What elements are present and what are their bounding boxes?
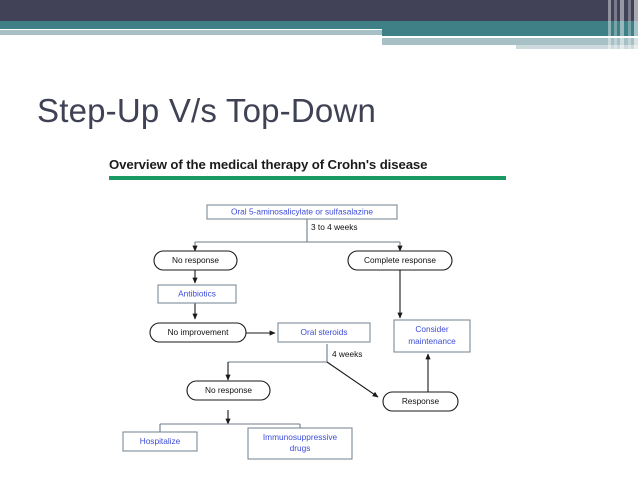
slide-header-decoration xyxy=(0,0,638,52)
header-navy-bar xyxy=(0,0,638,21)
header-accent-gray-stripe-short xyxy=(516,45,638,49)
node-antibiotics: Antibiotics xyxy=(157,284,237,304)
node-no-response-2: No response xyxy=(186,380,271,401)
edge-label-4-weeks: 4 weeks xyxy=(332,349,362,359)
header-teal-bar xyxy=(0,21,638,29)
crohns-therapy-flowchart: Overview of the medical therapy of Crohn… xyxy=(100,152,520,467)
node-no-response-1: No response xyxy=(153,250,238,271)
node-oral-steroids: Oral steroids xyxy=(277,322,371,343)
node-complete-response-label: Complete response xyxy=(364,255,436,265)
node-consider-maintenance-label-1: Consider xyxy=(415,324,448,334)
diagram-heading: Overview of the medical therapy of Crohn… xyxy=(109,157,428,172)
node-complete-response: Complete response xyxy=(347,250,453,271)
edge-label-3-to-4-weeks: 3 to 4 weeks xyxy=(311,222,358,232)
header-accent-white-line xyxy=(382,36,638,38)
flowchart-canvas: Oral 5-aminosalicylate or sulfasalazine … xyxy=(122,204,471,460)
node-immunosuppressive-label-2: drugs xyxy=(290,443,311,453)
node-hospitalize: Hospitalize xyxy=(122,431,198,452)
node-consider-maintenance: Consider maintenance xyxy=(393,319,471,353)
header-accent-teal-stripe xyxy=(382,29,638,36)
node-no-improvement-label: No improvement xyxy=(168,327,230,337)
edge-steroids-to-response xyxy=(326,361,379,398)
node-oral-5-asa-label: Oral 5-aminosalicylate or sulfasalazine xyxy=(231,207,373,217)
header-vertical-stripe-5 xyxy=(634,0,638,52)
header-vertical-stripe-3 xyxy=(620,0,624,52)
node-no-response-2-label: No response xyxy=(205,385,252,395)
node-no-improvement: No improvement xyxy=(149,322,247,343)
node-oral-5-asa: Oral 5-aminosalicylate or sulfasalazine xyxy=(206,204,398,220)
node-no-response-1-label: No response xyxy=(172,255,219,265)
node-response: Response xyxy=(382,391,459,412)
header-vertical-stripe-4 xyxy=(628,0,631,52)
header-grayblue-bar xyxy=(0,30,638,35)
node-immunosuppressive-label-1: Immunosuppressive xyxy=(263,432,338,442)
page-title: Step-Up V/s Top-Down xyxy=(37,92,377,129)
node-immunosuppressive-drugs: Immunosuppressive drugs xyxy=(247,427,353,460)
node-antibiotics-label: Antibiotics xyxy=(178,289,216,299)
header-vertical-stripe-2 xyxy=(614,0,617,52)
node-oral-steroids-label: Oral steroids xyxy=(300,327,347,337)
node-consider-maintenance-label-2: maintenance xyxy=(408,336,456,346)
header-accent-gray-stripe xyxy=(382,38,638,45)
diagram-heading-rule xyxy=(109,176,506,180)
node-response-label: Response xyxy=(402,396,440,406)
node-hospitalize-label: Hospitalize xyxy=(140,436,181,446)
header-vertical-stripe-1 xyxy=(608,0,611,52)
